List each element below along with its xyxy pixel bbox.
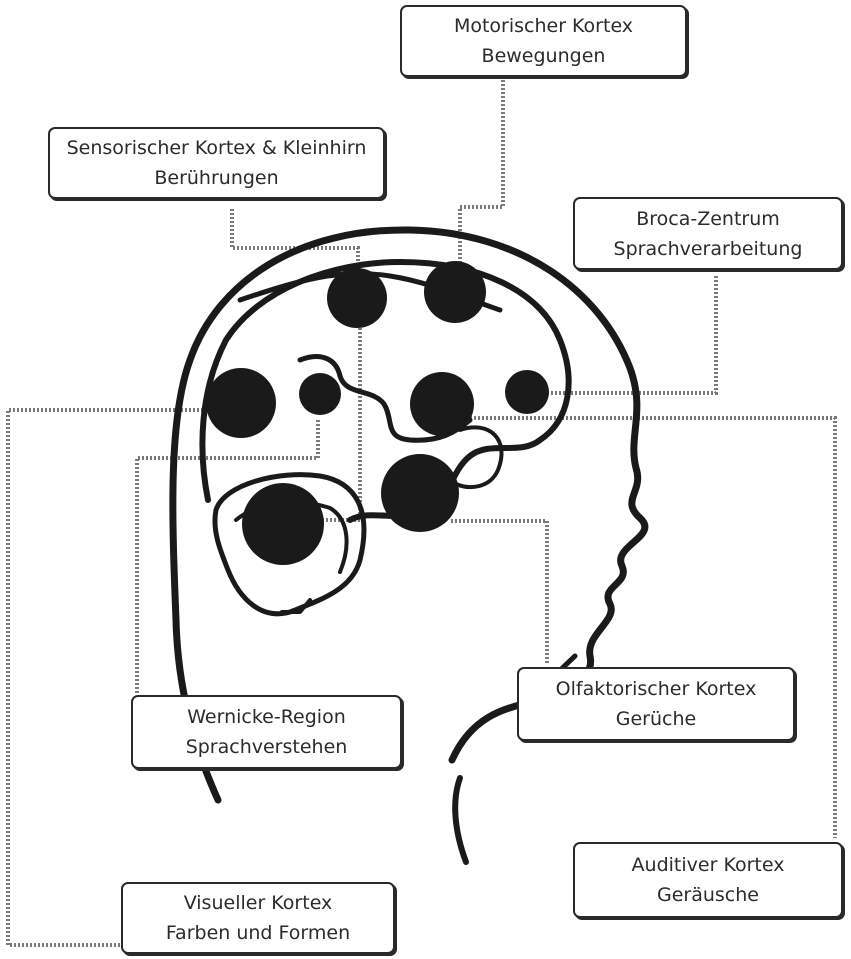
label-broca-subtitle: Sprachverarbeitung [613,237,803,260]
brain-fold-3 [454,425,504,489]
label-visual-cortex: Visueller Kortex Farben und Formen [121,882,395,954]
label-wernicke-title: Wernicke-Region [187,706,346,728]
connector-wernicke [135,420,320,693]
label-visual-subtitle: Farben und Formen [165,922,351,944]
label-broca: Broca-Zentrum Sprachverarbeitung [573,197,843,270]
label-olfactory-subtitle: Gerüche [615,708,697,730]
label-sensory-title: Sensorischer Kortex & Kleinhirn [66,137,367,159]
brainstem [280,598,312,614]
dot-cerebellum [242,483,324,565]
dot-olfactory [381,454,459,532]
connector-lines [6,80,837,947]
region-dots [206,261,549,565]
label-sensory-subtitle: Berührungen [154,167,279,189]
label-motor-cortex: Motorischer Kortex Bewegungen [400,5,687,77]
dot-broca [505,370,549,414]
label-auditory-cortex: Auditiver Kortex Geräusche [573,842,843,918]
cerebellum [212,472,367,617]
skull-line [169,226,649,804]
label-motor-title: Motorischer Kortex [453,15,634,37]
label-motor-subtitle: Bewegungen [481,45,606,67]
connector-visual [6,408,243,947]
label-sensory-cortex: Sensorischer Kortex & Kleinhirn Berührun… [48,127,385,199]
connector-olfactory [451,519,549,664]
brain-fold-1 [297,354,473,443]
label-olfactory-title: Olfaktorischer Kortex [555,678,757,700]
label-olfactory-cortex: Olfaktorischer Kortex Gerüche [517,667,795,741]
dot-sensory [327,268,387,328]
label-broca-title: Broca-Zentrum [636,207,780,230]
label-wernicke-subtitle: Sprachverstehen [185,736,348,758]
dot-auditory [410,372,474,436]
dot-motor [424,261,486,323]
label-auditory-subtitle: Geräusche [657,884,759,906]
connector-auditory [470,416,837,838]
label-wernicke: Wernicke-Region Sprachverstehen [131,695,402,769]
dot-wernicke [299,373,341,415]
label-auditory-title: Auditiver Kortex [631,854,785,876]
connector-broca [548,276,718,395]
dot-visual [206,368,276,438]
label-visual-title: Visueller Kortex [183,892,333,914]
neck-lower [452,775,469,865]
